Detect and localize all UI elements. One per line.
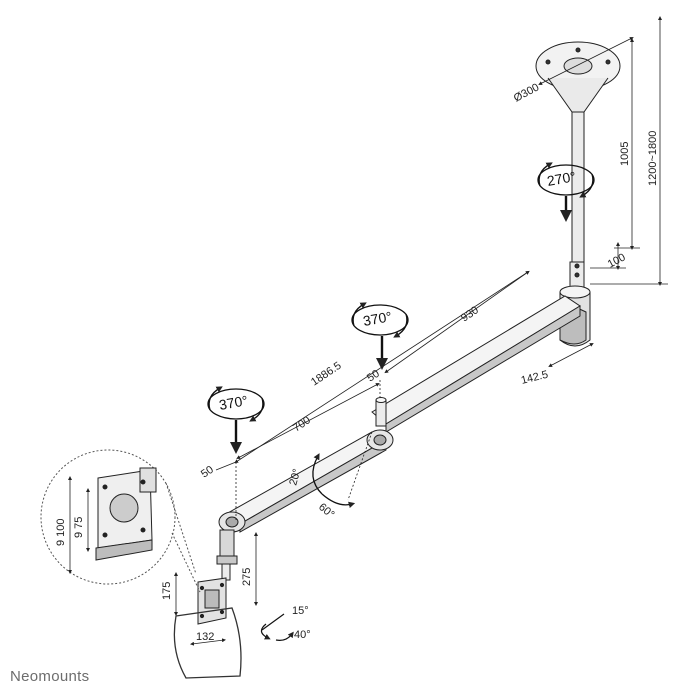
- rotation-top-label: 270°: [546, 168, 577, 189]
- drop-pole-label: 275: [241, 568, 253, 586]
- vertical-pole: [569, 111, 585, 299]
- front-offset-label: 50: [199, 464, 216, 481]
- width-front-label: 132: [196, 631, 214, 643]
- vesa-front-label: 175: [161, 582, 173, 600]
- vesa-left-outer-label: 9 100: [55, 518, 67, 546]
- head-swivel-label: 40°: [294, 629, 311, 641]
- brand-logo: Neomounts: [10, 668, 90, 685]
- front-arm: [225, 431, 388, 533]
- total-height-label: 1200~1800: [647, 131, 659, 186]
- head-rotation-arc: [260, 613, 294, 641]
- arm-offset-label: 142.5: [520, 369, 550, 387]
- pole-length-label: 1005: [619, 142, 631, 166]
- detail-vesa-plate: [95, 467, 157, 561]
- dimension-lines: [174, 16, 668, 646]
- screen-outline: [173, 607, 242, 679]
- vesa-head: [197, 577, 227, 625]
- ceiling-plate-label: Ø300: [512, 81, 541, 104]
- front-joint: [216, 511, 246, 581]
- tilt-arc: [312, 453, 356, 509]
- middle-offset-label: 50: [365, 368, 382, 385]
- rotation-front-label: 370°: [218, 392, 249, 413]
- rotation-top: [537, 162, 595, 222]
- vesa-left-inner-label: 9 75: [73, 517, 85, 538]
- tilt-down-label: 60°: [316, 501, 336, 521]
- tilt-up-label: 20°: [287, 468, 303, 487]
- total-arm-label: 1886.5: [309, 360, 344, 389]
- rotation-middle: [351, 302, 409, 370]
- rotation-front: [207, 386, 265, 454]
- head-tilt-label: 15°: [292, 605, 309, 617]
- ceiling-plate: [535, 41, 621, 113]
- rotation-middle-label: 370°: [362, 308, 393, 329]
- front-arm-label: 700: [291, 414, 313, 434]
